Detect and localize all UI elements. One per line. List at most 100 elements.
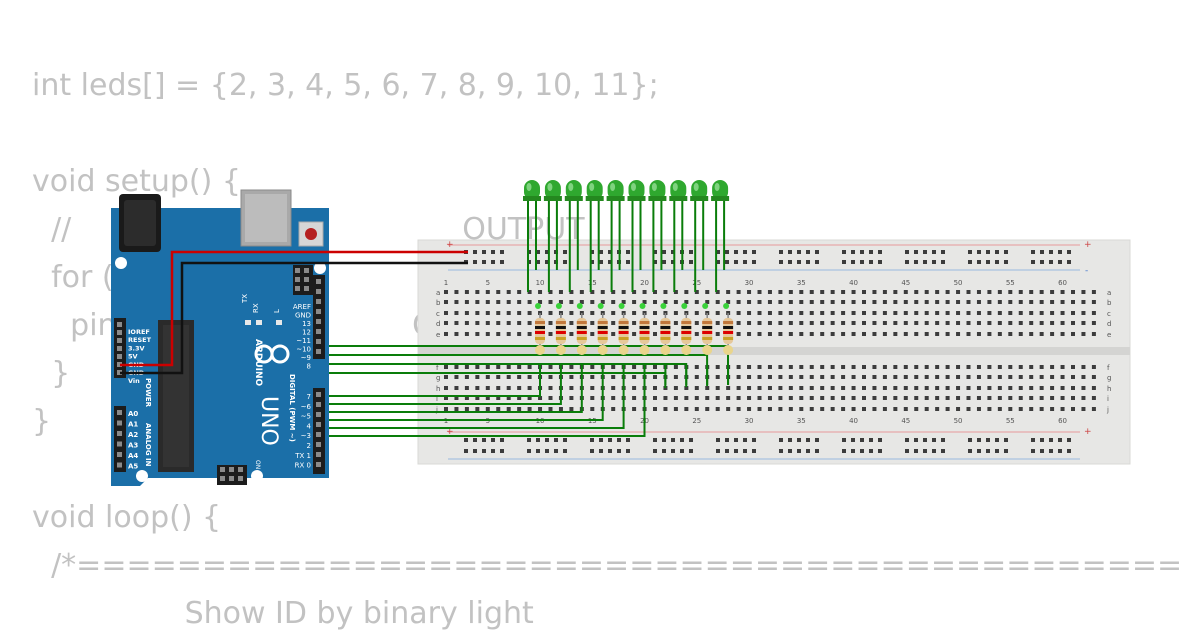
breadboard-hole <box>862 365 866 369</box>
breadboard-hole <box>444 321 448 325</box>
breadboard-hole <box>987 311 992 315</box>
column-number: 20 <box>640 279 649 287</box>
column-number: 45 <box>901 279 910 287</box>
analog-pin-label: A5 <box>128 463 138 471</box>
reset-button-cap[interactable] <box>305 228 317 240</box>
mounting-hole <box>115 257 127 269</box>
rail-hole <box>995 449 999 453</box>
breadboard-hole <box>506 290 511 294</box>
breadboard-hole <box>485 332 490 336</box>
breadboard-hole <box>1060 311 1065 315</box>
breadboard-hole <box>935 375 940 379</box>
rail-hole <box>806 260 810 264</box>
breadboard-hole <box>841 386 846 390</box>
row-letter: a <box>1107 289 1111 297</box>
breadboard-hole <box>1018 386 1023 390</box>
atmega-chip-body <box>163 325 189 467</box>
breadboard-hole <box>872 407 877 411</box>
header-pin <box>117 441 122 447</box>
breadboard-hole <box>851 321 856 325</box>
breadboard-hole <box>590 321 595 325</box>
column-number: 55 <box>1006 417 1015 425</box>
resistor-end <box>660 345 671 355</box>
breadboard-hole <box>1050 386 1055 390</box>
digital-pin-label: ~5 <box>301 413 311 421</box>
led-highlight <box>610 183 616 191</box>
header-pin <box>316 309 321 314</box>
breadboard-hole <box>788 407 793 411</box>
breadboard-hole <box>736 311 741 315</box>
breadboard[interactable]: + + - + + 115510101515202025253030353540… <box>417 239 1131 465</box>
breadboard-hole <box>454 311 459 315</box>
resistor-band <box>681 321 692 324</box>
breadboard-hole <box>736 375 741 379</box>
breadboard-hole <box>862 311 866 315</box>
breadboard-hole <box>590 300 595 304</box>
rail-plus-label: + <box>1084 427 1092 437</box>
led-highlight <box>672 183 678 191</box>
rail-plus-label: + <box>446 427 454 437</box>
row-letter: c <box>1107 310 1111 318</box>
led-base <box>585 196 604 201</box>
rail-hole <box>797 449 801 453</box>
rail-hole <box>1067 260 1071 264</box>
breadboard-hole <box>1050 365 1055 369</box>
breadboard-hole <box>1091 290 1096 294</box>
analog-pin-label: A1 <box>128 421 138 429</box>
rail-hole <box>716 438 720 442</box>
breadboard-hole <box>987 396 992 400</box>
header-pin <box>316 299 321 304</box>
breadboard-hole <box>653 300 657 304</box>
breadboard-hole <box>882 300 887 304</box>
rail-hole <box>482 449 486 453</box>
breadboard-hole <box>653 365 657 369</box>
breadboard-hole <box>935 365 940 369</box>
rail-hole <box>734 449 738 453</box>
breadboard-hole <box>444 365 448 369</box>
rail-hole <box>860 438 864 442</box>
code-line-2: void setup() { <box>32 164 241 199</box>
breadboard-hole <box>862 407 866 411</box>
resistor-end <box>597 345 608 355</box>
resistor-band <box>555 337 566 340</box>
breadboard-hole <box>809 386 814 390</box>
breadboard-hole <box>788 375 793 379</box>
analog-pin-label: A3 <box>128 442 138 450</box>
breadboard-hole <box>1071 386 1075 390</box>
breadboard-hole <box>527 407 532 411</box>
rail-hole <box>536 260 540 264</box>
breadboard-hole <box>997 300 1002 304</box>
breadboard-hole <box>997 386 1002 390</box>
led-highlight <box>589 183 595 191</box>
breadboard-hole <box>976 290 981 294</box>
rail-hole <box>995 438 999 442</box>
breadboard-hole <box>464 407 469 411</box>
breadboard-hole <box>517 407 522 411</box>
breadboard-hole <box>548 332 553 336</box>
breadboard-hole <box>966 321 971 325</box>
rail-hole <box>1058 449 1062 453</box>
rail-hole <box>752 449 756 453</box>
rail-hole <box>491 260 495 264</box>
column-number: 60 <box>1058 417 1067 425</box>
rail-hole <box>851 260 855 264</box>
breadboard-hole <box>715 321 720 325</box>
breadboard-hole <box>569 321 574 325</box>
breadboard-hole <box>464 311 469 315</box>
arduino-uno-board[interactable]: ARDUINO UNO DIGITAL (PWM ~) POWER ANALOG… <box>111 189 329 486</box>
rail-hole <box>491 250 495 254</box>
breadboard-hole <box>590 386 595 390</box>
breadboard-hole <box>830 396 835 400</box>
breadboard-hole <box>851 332 856 336</box>
breadboard-hole <box>475 311 480 315</box>
breadboard-hole <box>997 365 1002 369</box>
l-label: L <box>273 309 281 313</box>
row-letter: b <box>436 299 441 307</box>
breadboard-hole <box>506 311 511 315</box>
breadboard-hole <box>903 386 908 390</box>
breadboard-hole <box>945 290 950 294</box>
breadboard-hole <box>715 311 720 315</box>
breadboard-hole <box>569 386 574 390</box>
breadboard-hole <box>924 290 929 294</box>
rail-hole <box>653 449 657 453</box>
